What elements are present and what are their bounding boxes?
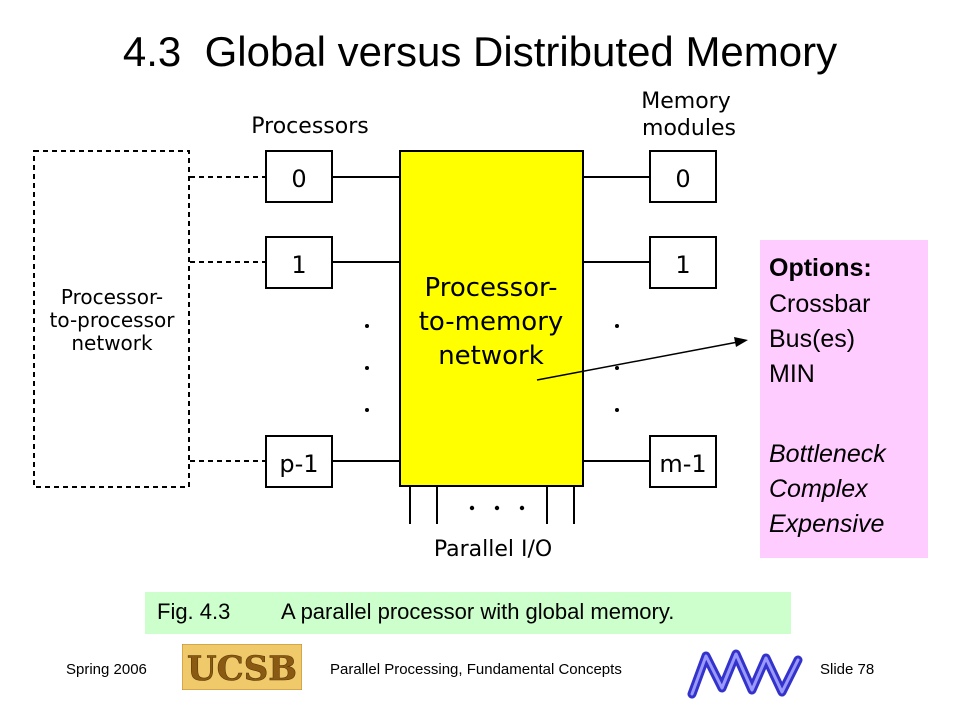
caption-text: A parallel processor with global memory. xyxy=(281,599,675,624)
footer-course-title: Parallel Processing, Fundamental Concept… xyxy=(330,661,622,678)
option-item-crossbar: Crossbar xyxy=(769,290,871,318)
memory-label-1: Memory xyxy=(641,89,730,114)
ucsb-logo: UCSB xyxy=(182,644,302,690)
p2p-network-box xyxy=(33,150,190,488)
processors-label: Processors xyxy=(251,114,368,139)
proc-ellipsis-dot xyxy=(365,366,369,370)
mem-ellipsis-dot xyxy=(615,324,619,328)
drawback-expensive: Expensive xyxy=(769,510,885,538)
memory-label-1-box: 1 xyxy=(675,251,690,279)
processor-box-1 xyxy=(265,236,333,289)
io-ellipsis-dot xyxy=(519,505,525,511)
footer-date: Spring 2006 xyxy=(66,661,147,678)
footer-slide-number: Slide 78 xyxy=(820,661,875,678)
figure-caption: Fig. 4.3 A parallel processor with globa… xyxy=(145,592,791,634)
slide-title: 4.3 Global versus Distributed Memory xyxy=(122,28,838,75)
drawback-complex: Complex xyxy=(769,475,868,503)
proc-ellipsis-dot xyxy=(365,324,369,328)
processor-label-1: 1 xyxy=(291,251,306,279)
io-ellipsis-dot xyxy=(494,505,500,511)
memory-label-2: modules xyxy=(642,116,736,141)
io-label: Parallel I/O xyxy=(434,537,552,562)
memory-box-m-1 xyxy=(649,435,717,488)
memory-box-0 xyxy=(649,150,717,203)
p2m-network-label-3: network xyxy=(438,341,544,371)
author-logo xyxy=(687,649,803,699)
processor-box-p-1 xyxy=(265,435,333,488)
option-item-buses: Bus(es) xyxy=(769,325,856,353)
drawback-bottleneck: Bottleneck xyxy=(769,440,886,468)
p2m-network-box xyxy=(399,150,584,487)
option-item-min: MIN xyxy=(769,360,815,388)
ucsb-logo-text: UCSB xyxy=(187,649,297,689)
options-heading: Options: xyxy=(769,254,872,282)
memory-label-m-1: m-1 xyxy=(659,450,706,478)
memory-label-0: 0 xyxy=(675,165,690,193)
p2p-network-label-2: to-processor xyxy=(50,308,176,332)
options-box: Options: Crossbar Bus(es) MIN Bottleneck… xyxy=(760,240,928,558)
p2m-network-label-1: Processor- xyxy=(425,273,558,303)
processor-box-0 xyxy=(265,150,333,203)
options-arrow-line xyxy=(536,341,739,381)
mem-ellipsis-dot xyxy=(615,366,619,370)
p2m-network-label-2: to-memory xyxy=(419,307,564,337)
io-ellipsis-dot xyxy=(469,505,475,511)
p2p-network-label-3: network xyxy=(71,331,153,355)
options-arrow-head xyxy=(734,337,748,347)
processor-label-0: 0 xyxy=(291,165,306,193)
mem-ellipsis-dot xyxy=(615,408,619,412)
memory-box-1 xyxy=(649,236,717,289)
processor-label-p-1: p-1 xyxy=(279,450,318,478)
proc-ellipsis-dot xyxy=(365,408,369,412)
p2p-network-label-1: Processor- xyxy=(61,285,163,309)
caption-fig-number: Fig. 4.3 xyxy=(157,599,231,624)
